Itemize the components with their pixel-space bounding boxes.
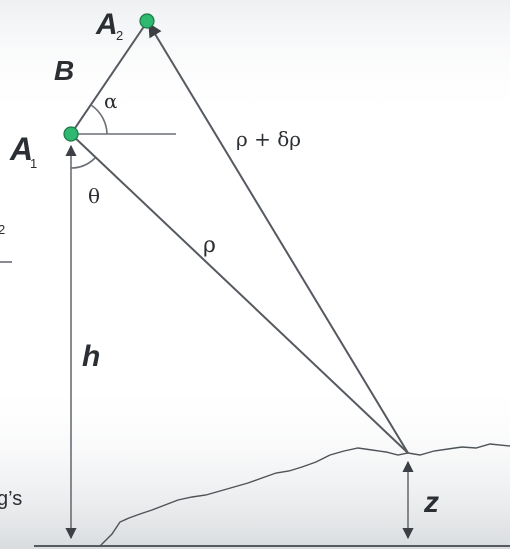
bottom-shading (0, 380, 510, 549)
range-rho-delta-line (148, 22, 409, 454)
alpha-arc (90, 104, 108, 135)
label-A1-subscript: 1 (30, 156, 37, 171)
label-alpha: α (104, 89, 118, 113)
label-rho: ρ (203, 233, 216, 258)
label-A2-subscript: 2 (116, 28, 123, 43)
label-rho-plus-delta-rho: ρ + δρ (236, 127, 301, 151)
edge-fragment-superscript: 2 (0, 222, 5, 237)
label-theta: θ (88, 184, 100, 208)
range-rho-line (70, 133, 409, 454)
label-z: z (423, 486, 439, 519)
label-h: h (82, 340, 100, 373)
antenna-A2-node (139, 13, 155, 29)
label-A1: A (9, 131, 33, 167)
label-B: B (54, 55, 74, 86)
top-shading (0, 0, 510, 120)
terrain-profile (99, 443, 510, 547)
edge-fragment-gs: g’s (0, 488, 22, 510)
baseline-B (70, 21, 148, 135)
antenna-A1-node (63, 126, 79, 142)
label-A2: A (95, 8, 118, 41)
